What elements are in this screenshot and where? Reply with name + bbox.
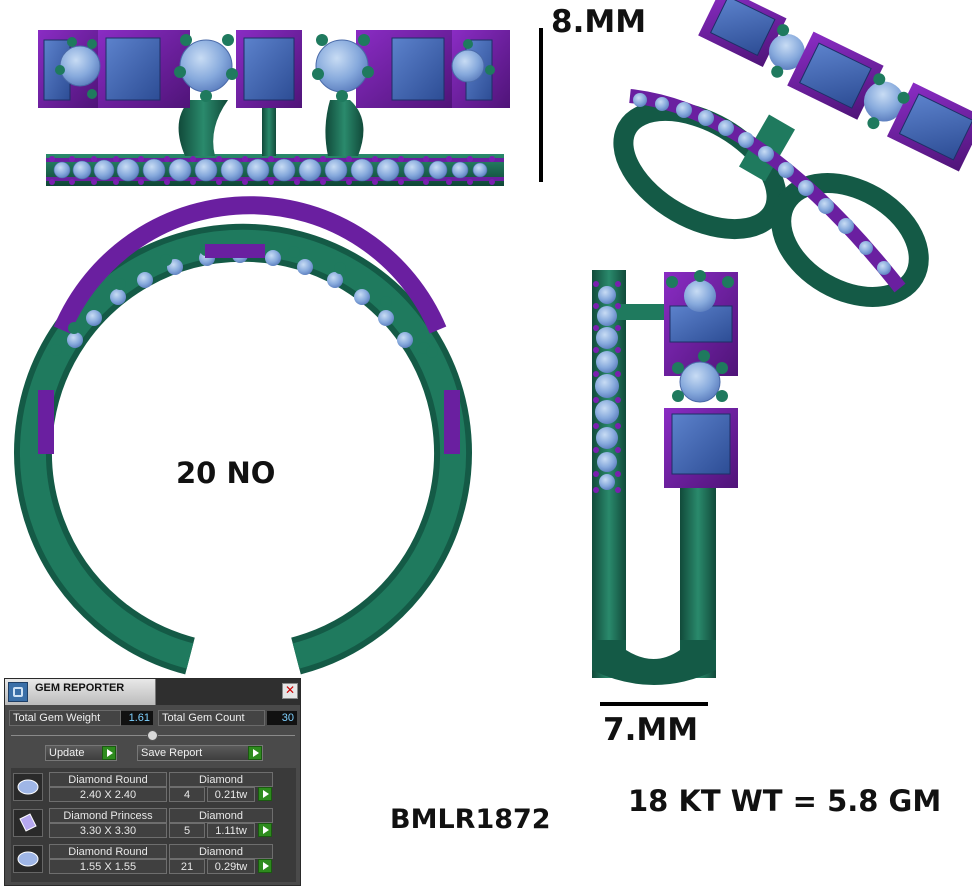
gem-row[interactable]: Diamond Round 2.40 X 2.40 Diamond 4 0.21… [11,770,296,804]
play-icon[interactable] [258,859,272,873]
gem-list: Diamond Round 2.40 X 2.40 Diamond 4 0.21… [11,768,296,882]
gem-weight: 0.29tw [207,859,255,874]
gem-count: 21 [169,859,205,874]
total-count-value: 30 [267,711,297,725]
gem-name: Diamond Princess [49,808,167,823]
gem-weight: 1.11tw [207,823,255,838]
play-icon [102,746,116,760]
total-weight-value: 1.61 [121,711,153,725]
gem-name: Diamond Round [49,772,167,787]
gem-type: Diamond [169,808,273,823]
gem-name: Diamond Round [49,844,167,859]
update-button[interactable]: Update [45,745,117,761]
metal-weight-label: 18 KT WT = 5.8 GM [628,784,942,818]
gem-size: 2.40 X 2.40 [49,787,167,802]
total-count-label: Total Gem Count [158,710,265,726]
collapse-knob-icon[interactable] [147,730,158,741]
gem-reporter-icon [8,682,28,702]
close-icon[interactable]: ✕ [282,683,298,699]
gem-reporter-tab[interactable]: GEM REPORTER [5,679,156,705]
total-weight-label: Total Gem Weight [9,710,121,726]
width-dimension-label: 7.MM [603,712,699,748]
gem-size: 1.55 X 1.55 [49,859,167,874]
gem-reporter-panel: GEM REPORTER ✕ Total Gem Weight 1.61 Tot… [4,678,301,886]
sku-label: BMLR1872 [390,804,551,835]
gem-weight: 0.21tw [207,787,255,802]
round-diamond-icon [13,845,43,873]
front-lower-band [46,154,504,186]
gem-count: 5 [169,823,205,838]
ring-size-label: 20 NO [176,456,276,490]
play-icon[interactable] [258,787,272,801]
gem-type: Diamond [169,844,273,859]
gem-type: Diamond [169,772,273,787]
gem-row[interactable]: Diamond Round 1.55 X 1.55 Diamond 21 0.2… [11,842,296,876]
princess-diamond-icon [13,809,43,837]
ring-side-view [14,196,472,675]
play-icon [248,746,262,760]
front-connectors [178,100,364,156]
gem-reporter-titlebar[interactable]: GEM REPORTER ✕ [5,679,300,705]
save-report-button[interactable]: Save Report [137,745,263,761]
ring-top-view [592,270,738,685]
round-diamond-icon [13,773,43,801]
ring-perspective-view [613,0,972,307]
height-dimension-label: 8.MM [551,4,647,40]
save-report-button-label: Save Report [141,747,203,759]
gem-size: 3.30 X 3.30 [49,823,167,838]
update-button-label: Update [49,747,85,759]
play-icon[interactable] [258,823,272,837]
gem-count: 4 [169,787,205,802]
gem-reporter-title: GEM REPORTER [35,682,125,694]
front-top-settings [38,30,510,108]
gem-row[interactable]: Diamond Princess 3.30 X 3.30 Diamond 5 1… [11,806,296,840]
